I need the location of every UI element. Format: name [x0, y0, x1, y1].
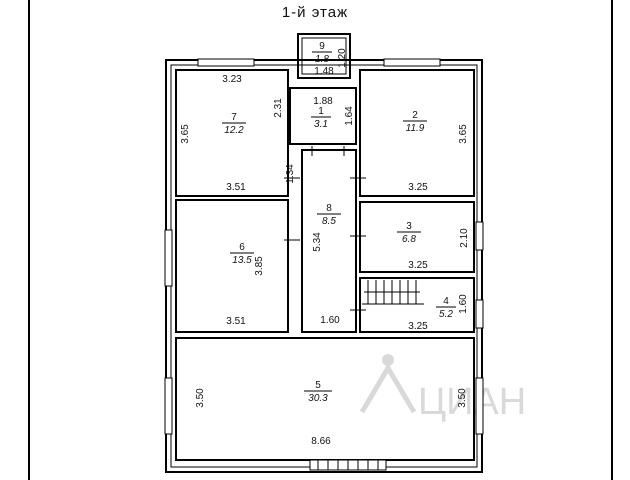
room-4-outline — [359, 277, 475, 333]
dim-r1-height: 1.64 — [344, 106, 355, 126]
watermark-text: ЦИАН — [418, 381, 526, 423]
dim-r5-left: 3.50 — [195, 388, 206, 408]
room-label-9-number: 9 — [319, 41, 325, 52]
dim-r6-bottom: 3.51 — [226, 316, 246, 327]
room-labels: 9 1.8 1 3.1 2 11.9 7 12.2 8 8.5 3 6.8 6 … — [222, 41, 456, 404]
stairs — [362, 280, 424, 305]
window — [197, 58, 255, 67]
room-label-6-area: 13.5 — [232, 255, 252, 266]
room-label-3-number: 3 — [406, 221, 412, 232]
room-2-outline — [359, 69, 475, 197]
dim-corridor-upper: 1.34 — [285, 164, 296, 184]
dim-r2-right: 3.65 — [458, 124, 469, 144]
room-label-1-area: 3.1 — [314, 119, 328, 130]
dim-r4-bottom: 3.25 — [408, 321, 428, 332]
room-label-9-area: 1.8 — [315, 54, 329, 65]
dim-r9-width: 1.48 — [314, 66, 334, 77]
room-label-2-number: 2 — [412, 110, 418, 121]
room-label-3-area: 6.8 — [402, 234, 416, 245]
room-label-7-area: 12.2 — [224, 125, 244, 136]
floor-title: 1-й этаж — [281, 4, 349, 21]
dim-r5-right: 3.50 — [457, 388, 468, 408]
room-label-8-number: 8 — [326, 203, 332, 214]
dim-r1-width: 1.88 — [313, 96, 333, 107]
room-label-6-number: 6 — [239, 242, 245, 253]
page-border — [28, 0, 613, 480]
window — [475, 221, 484, 251]
dim-r3-bottom: 3.25 — [408, 260, 428, 271]
window — [383, 58, 441, 67]
dim-corridor-length: 5.34 — [312, 232, 323, 252]
window — [164, 377, 173, 435]
window — [475, 377, 484, 435]
dim-r6-right: 3.85 — [254, 256, 265, 276]
room-6-outline — [175, 199, 289, 333]
room-9-walls — [297, 33, 351, 79]
watermark-logo-icon — [359, 354, 417, 414]
room-7-outline — [175, 69, 289, 197]
dim-r5-bottom: 8.66 — [311, 436, 331, 447]
dim-r7-right: 2.31 — [273, 98, 284, 118]
room-label-2-area: 11.9 — [406, 123, 425, 134]
room-label-4-number: 4 — [443, 296, 449, 307]
dim-r3-right: 2.10 — [459, 228, 470, 248]
room-label-4-area: 5.2 — [439, 309, 453, 320]
room-label-8-area: 8.5 — [322, 216, 336, 227]
room-3-outline — [359, 201, 475, 273]
dim-r4-right: 1.60 — [458, 294, 469, 314]
watermark: ЦИАН — [359, 354, 526, 423]
door-marks — [284, 146, 366, 311]
room-8-outline — [301, 149, 357, 333]
room-label-5-number: 5 — [315, 380, 321, 391]
room-label-1-number: 1 — [318, 106, 324, 117]
dimension-labels: 1.20 1.48 1.88 1.64 3.23 3.65 2.31 3.51 … — [180, 48, 470, 447]
dim-corridor-width: 1.60 — [320, 315, 340, 326]
room-label-5-area: 30.3 — [308, 393, 328, 404]
dim-r7-top: 3.23 — [222, 74, 242, 85]
dim-r9-height: 1.20 — [337, 48, 348, 68]
dim-r7-bottom: 3.51 — [226, 182, 246, 193]
room-label-7-number: 7 — [231, 112, 237, 123]
dim-r7-left: 3.65 — [180, 124, 191, 144]
room-1-outline — [289, 87, 357, 145]
dim-r2-bottom: 3.25 — [408, 182, 428, 193]
window — [475, 299, 484, 329]
window — [164, 229, 173, 287]
